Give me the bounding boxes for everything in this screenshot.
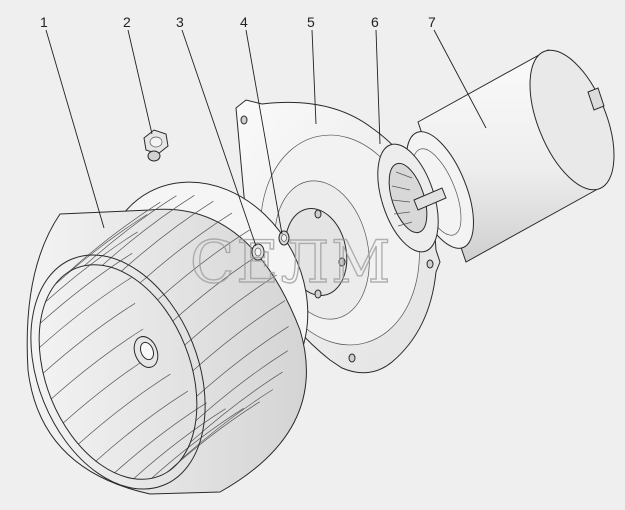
- callout-5: 5: [307, 14, 315, 30]
- impeller-blade: [133, 408, 226, 479]
- callout-4: 4: [240, 14, 248, 30]
- impeller-blade: [84, 195, 177, 266]
- impeller-blade: [139, 212, 233, 284]
- impeller-blade: [157, 229, 250, 301]
- impeller-blade: [102, 195, 195, 266]
- impeller-blade: [95, 390, 189, 462]
- impeller-blade: [196, 326, 289, 397]
- impeller-blade: [151, 408, 244, 479]
- impeller-blade: [39, 253, 133, 324]
- impeller-blade: [121, 200, 214, 272]
- washer: [251, 243, 265, 261]
- impeller-wheel: [26, 181, 309, 495]
- impeller-blade: [180, 389, 274, 460]
- watermark-text: СЕЛМ: [190, 228, 393, 296]
- impeller-blade: [50, 328, 144, 400]
- impeller-blade: [184, 274, 277, 346]
- hex-nut: [143, 129, 169, 162]
- impeller-blade: [190, 371, 283, 443]
- impeller-blade: [42, 303, 136, 374]
- callout-3: 3: [176, 14, 184, 30]
- callout-6: 6: [371, 14, 379, 30]
- impeller-blade: [192, 300, 286, 371]
- impeller-blade: [195, 350, 288, 421]
- impeller-blade: [78, 373, 171, 445]
- impeller-blade: [54, 214, 148, 285]
- callout-1: 1: [40, 14, 48, 30]
- callout-7: 7: [428, 14, 436, 30]
- leader-lines: [45, 29, 487, 247]
- callout-2: 2: [123, 14, 131, 30]
- impeller-blade: [39, 277, 132, 348]
- impeller-blade: [45, 231, 138, 303]
- motor-flange: [377, 143, 447, 253]
- callout-labels: 1 2 3 4 5 6 7: [40, 14, 436, 30]
- bushing-screw: [278, 230, 290, 246]
- impeller-blade: [68, 201, 161, 273]
